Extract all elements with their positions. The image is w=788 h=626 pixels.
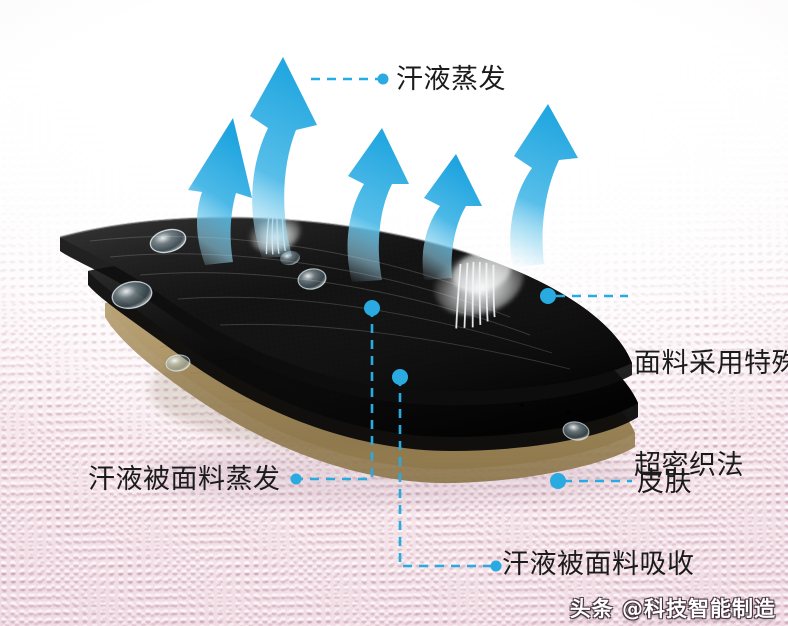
connector-absorbed-by-fabric (398, 377, 492, 568)
connector-evaporated-by-fabric (300, 308, 374, 481)
label-special-weave: 面料采用特殊 超密织法 (634, 279, 788, 551)
water-droplets (111, 228, 590, 441)
fabric-layer-stack (59, 175, 660, 505)
watermark: 头条 @科技智能制造 (569, 597, 776, 621)
label-special-weave-line2: 超密织法 (634, 450, 744, 481)
label-evaporated-by-fabric: 汗液被面料蒸发 (88, 464, 281, 495)
label-skin: 皮肤 (637, 467, 692, 498)
arrow-4 (422, 154, 482, 280)
anchor-dot-skin (550, 473, 566, 489)
anchor-dot-absorbed-end (490, 560, 502, 572)
connector-anchor-dots (290, 73, 566, 572)
arrow-2 (250, 57, 317, 258)
arrow-3 (347, 128, 409, 282)
anchor-dot-sweat-evaporation (377, 73, 389, 85)
label-special-weave-line1: 面料采用特殊 (634, 348, 788, 379)
anchor-dot-special-weave (540, 288, 556, 304)
anchor-dot-evaporated-end (290, 473, 302, 485)
label-absorbed-by-fabric: 汗液被面料吸收 (502, 549, 695, 580)
arrow-1 (188, 118, 252, 265)
anchor-dot-evaporated-by-fabric (364, 300, 380, 316)
arrow-5 (510, 104, 578, 268)
label-sweat-evaporation: 汗液蒸发 (396, 64, 506, 95)
anchor-dot-absorbed-by-fabric (392, 369, 408, 385)
